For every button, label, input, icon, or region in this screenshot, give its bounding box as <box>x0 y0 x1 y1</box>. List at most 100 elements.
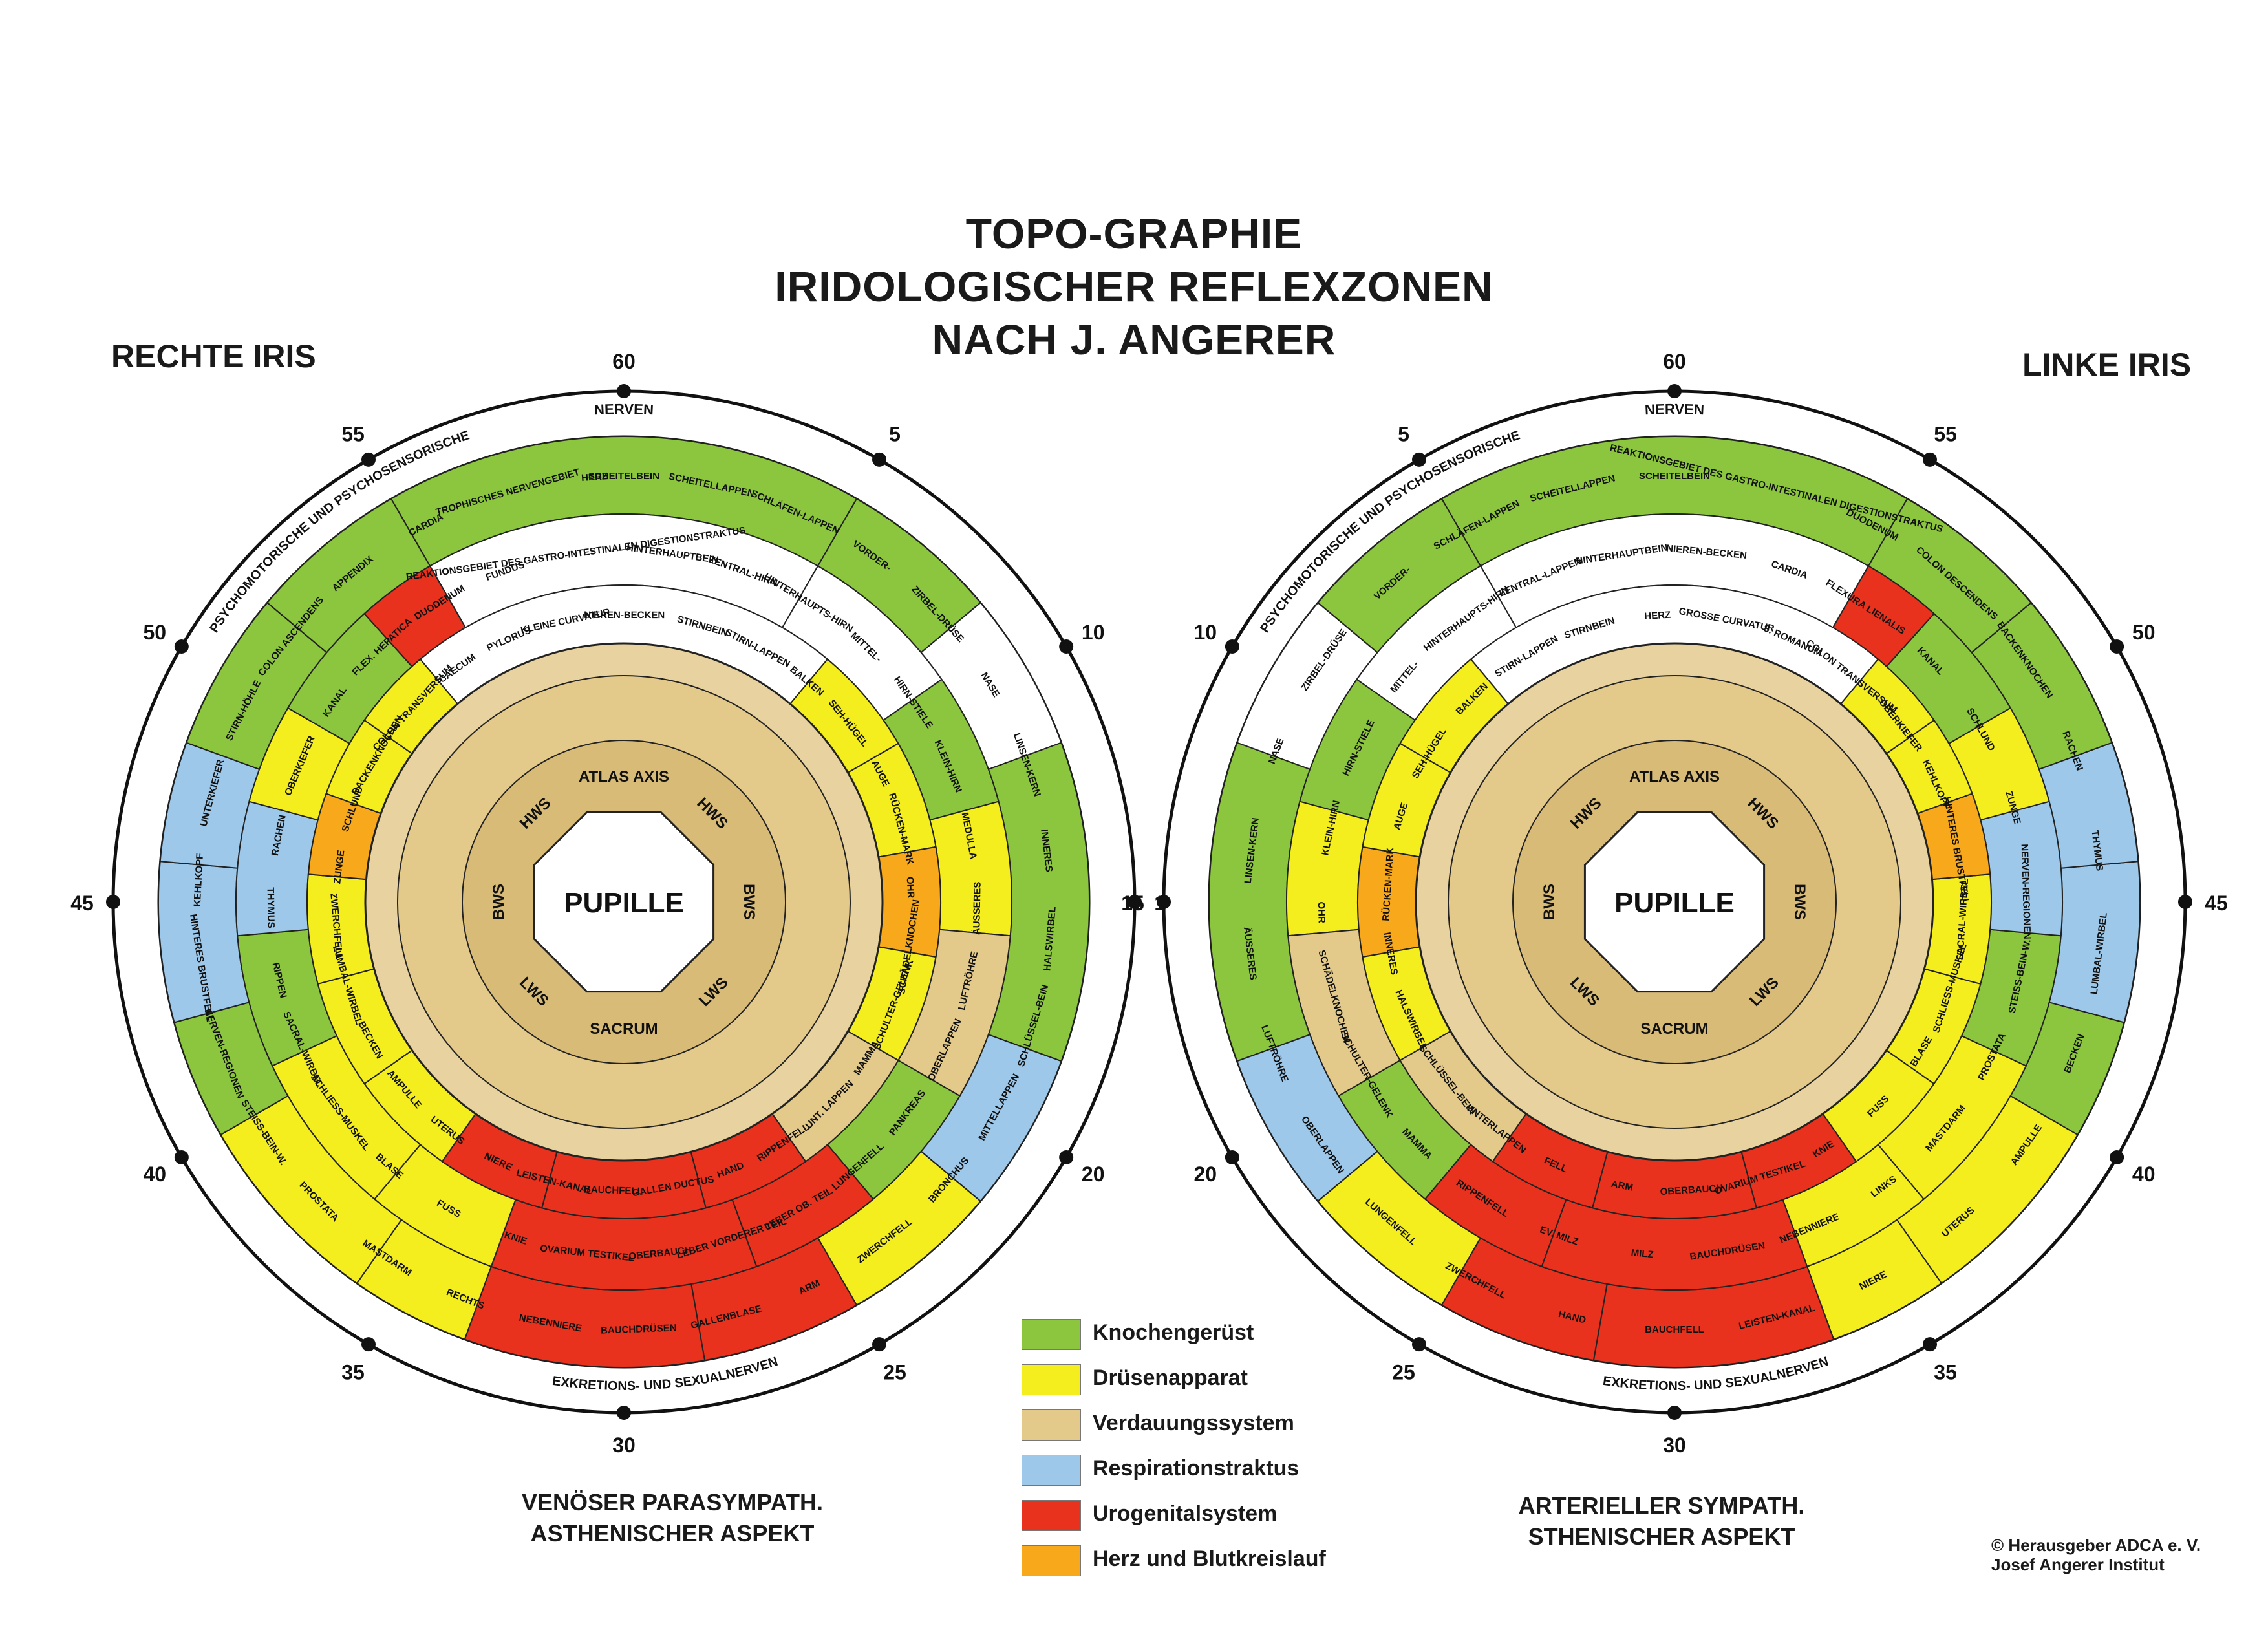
clock-tick-label: 45 <box>70 892 94 915</box>
clock-tick-label: 10 <box>1082 621 1105 644</box>
zone-label: BAUCHFELL <box>1645 1324 1704 1335</box>
clock-tick-dot <box>361 1337 376 1352</box>
clock-tick-dot <box>1667 1406 1682 1420</box>
pupil-octagon <box>533 811 715 993</box>
right-iris-label: RECHTE IRIS <box>111 338 316 374</box>
clock-tick-dot <box>1412 452 1426 467</box>
clock-tick-dot <box>1059 1150 1074 1164</box>
clock-tick-label: 20 <box>1193 1162 1217 1186</box>
zone-label: HERZ <box>581 471 608 484</box>
ring-text-top: NERVEN <box>1644 401 1704 418</box>
legend-label: Herz und Blutkreislauf <box>1093 1547 1326 1571</box>
zone-label: THYMUS <box>265 887 277 928</box>
spine-label: ATLAS AXIS <box>579 768 669 786</box>
clock-tick-dot <box>2110 639 2124 654</box>
clock-tick-label: 35 <box>1934 1361 1957 1384</box>
clock-tick-dot <box>361 452 376 467</box>
pupil-label: PUPILLE <box>564 887 684 919</box>
pupil-label: PUPILLE <box>1614 887 1735 919</box>
clock-tick-dot <box>1157 895 1171 909</box>
spine-label: BWS <box>1541 884 1558 920</box>
clock-tick-label: 55 <box>341 422 365 445</box>
left-aspect-caption: ARTERIELLER SYMPATH. STHENISCHER ASPEKT <box>1435 1490 1888 1552</box>
spine-label: SACRUM <box>590 1020 658 1038</box>
copyright-credit: © Herausgeber ADCA e. V. Josef Angerer I… <box>1991 1536 2201 1574</box>
zone-label: BAUCHFELL <box>584 1184 643 1197</box>
clock-tick-dot <box>1923 452 1937 467</box>
clock-tick-label: 15 <box>1121 892 1144 915</box>
clock-tick-dot <box>1225 639 1239 654</box>
pupil-octagon <box>1583 811 1766 993</box>
left-iris-label: LINKE IRIS <box>2022 347 2192 383</box>
zone-label: NERVEN-REGIONEN <box>2019 844 2033 939</box>
clock-tick-label: 5 <box>1398 422 1409 445</box>
clock-tick-dot <box>617 384 631 398</box>
legend-swatch-urogenital <box>1022 1500 1081 1531</box>
clock-tick-label: 55 <box>1934 422 1957 445</box>
clock-tick-dot <box>1923 1337 1937 1352</box>
clock-tick-dot <box>174 1150 189 1164</box>
zone-label: KEHLKOPF <box>192 853 206 906</box>
clock-tick-dot <box>1225 1150 1239 1164</box>
zone-label: BAUCHDRÜSEN <box>601 1323 677 1336</box>
clock-tick-label: 45 <box>2205 892 2228 915</box>
clock-tick-label: 5 <box>889 422 901 445</box>
zone-label: ARM <box>1610 1179 1634 1194</box>
right-aspect-caption: VENÖSER PARASYMPATH. ASTHENISCHER ASPEKT <box>446 1487 899 1549</box>
clock-tick-label: 50 <box>143 621 166 644</box>
left-aspect-line-1: ARTERIELLER SYMPATH. <box>1518 1492 1805 1519</box>
title-line-2: IRIDOLOGISCHER REFLEXZONEN <box>775 262 1493 310</box>
clock-tick-dot <box>174 639 189 654</box>
clock-tick-dot <box>2110 1150 2124 1164</box>
clock-tick-dot <box>106 895 120 909</box>
ring-text: NERVEN <box>594 401 654 418</box>
clock-tick-label: 35 <box>341 1361 365 1384</box>
ring-text: NERVEN <box>1644 401 1704 418</box>
zone-label: SCHEITELBEIN <box>1639 471 1710 482</box>
zone-label: ZUNGE <box>332 850 347 884</box>
clock-tick-label: 40 <box>143 1162 166 1186</box>
clock-tick-label: 25 <box>1392 1361 1415 1384</box>
clock-tick-dot <box>1059 639 1074 654</box>
legend-label: Verdauungssystem <box>1093 1411 1294 1435</box>
legend-label: Urogenitalsystem <box>1093 1501 1278 1526</box>
clock-tick-label: 25 <box>883 1361 906 1384</box>
zone-label: OHR <box>904 877 917 899</box>
clock-tick-label: 30 <box>1663 1433 1686 1457</box>
left-aspect-line-2: STHENISCHER ASPEKT <box>1528 1523 1795 1550</box>
clock-tick-label: 20 <box>1082 1162 1105 1186</box>
clock-tick-label: 40 <box>2132 1162 2156 1186</box>
legend-swatch-respiration <box>1022 1455 1081 1486</box>
clock-tick-label: 10 <box>1193 621 1217 644</box>
legend-swatch-knochen <box>1022 1319 1081 1350</box>
legend-swatch-druesen <box>1022 1364 1081 1395</box>
legend-swatch-herz <box>1022 1545 1081 1576</box>
zone-label: NIEREN-BECKEN <box>584 610 665 621</box>
legend-swatch-verdauung <box>1022 1409 1081 1441</box>
clock-tick-dot <box>1412 1337 1426 1352</box>
zone-label: OHR <box>1316 901 1327 923</box>
right-aspect-line-2: ASTHENISCHER ASPEKT <box>530 1520 815 1547</box>
clock-tick-label: 30 <box>612 1433 636 1457</box>
title-line-1: TOPO-GRAPHIE <box>965 209 1303 257</box>
spine-label: BWS <box>740 884 758 920</box>
zone-label: SCHEITELBEIN <box>588 471 659 482</box>
spine-label: BWS <box>490 884 508 920</box>
zone-label: HERZ <box>1644 610 1671 622</box>
clock-tick-dot <box>872 452 886 467</box>
credit-line-2: Josef Angerer Institut <box>1991 1555 2165 1574</box>
spine-label: ATLAS AXIS <box>1629 768 1720 786</box>
title-line-3: NACH J. ANGERER <box>932 316 1336 363</box>
chart-title: TOPO-GRAPHIE IRIDOLOGISCHER REFLEXZONEN … <box>0 207 2268 366</box>
zone-label: ÄUSSERES <box>971 881 983 935</box>
legend-label: Knochengerüst <box>1093 1320 1254 1345</box>
clock-tick-dot <box>872 1337 886 1352</box>
clock-tick-label: 60 <box>1663 350 1686 373</box>
spine-label: BWS <box>1791 884 1808 920</box>
clock-tick-dot <box>1128 895 1142 909</box>
zone-label: OBERBAUCH <box>1660 1183 1723 1197</box>
clock-tick-dot <box>2178 895 2192 909</box>
